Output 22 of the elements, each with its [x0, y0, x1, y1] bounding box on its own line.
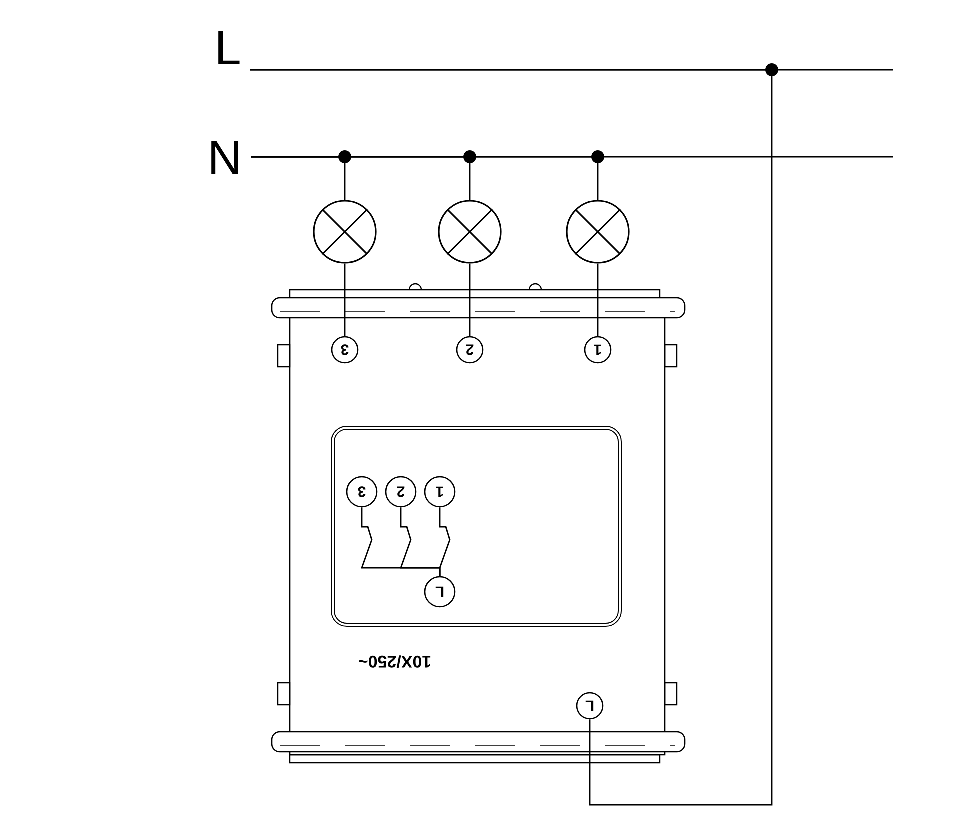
wire [250, 69, 773, 806]
terminal-number: 2 [385, 476, 417, 508]
label-panel [331, 426, 622, 627]
lamp-symbol [313, 200, 377, 264]
terminal-number: 1 [584, 336, 612, 364]
wire [361, 508, 441, 576]
lamp-symbol [566, 200, 630, 264]
terminal-number: 2 [456, 336, 484, 364]
terminal-number: L [424, 576, 456, 608]
terminal-number: 1 [424, 476, 456, 508]
line-label: N [212, 141, 238, 174]
rating-text: 10X/250~ [359, 656, 431, 668]
terminal-number: 3 [331, 336, 359, 364]
line-label: L [218, 31, 240, 64]
wire [469, 264, 471, 336]
terminal-number: L [576, 692, 604, 720]
switch-body [271, 283, 686, 764]
wire [344, 264, 346, 336]
wire [597, 264, 599, 336]
wire [251, 156, 599, 200]
lamp-symbol [438, 200, 502, 264]
terminal-number: 3 [346, 476, 378, 508]
